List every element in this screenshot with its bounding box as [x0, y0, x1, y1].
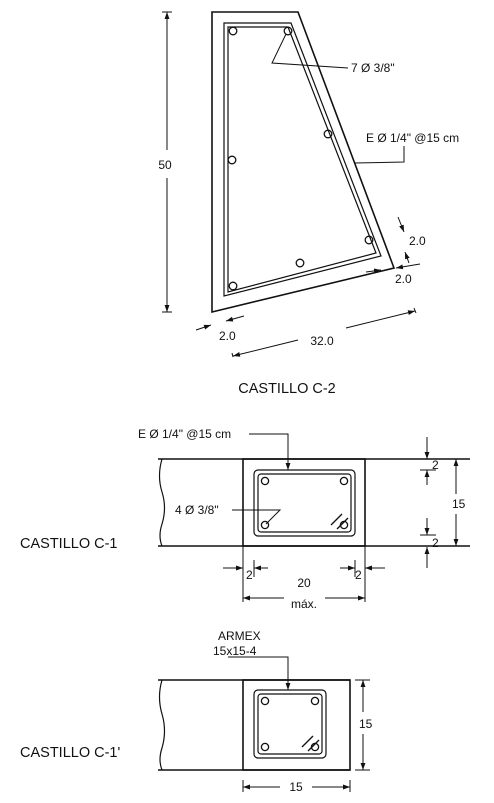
- c1-bar: [260, 520, 270, 530]
- c2-stirrup-leader: [353, 146, 405, 164]
- c1-stirrup: [253, 469, 356, 537]
- c1p-bar: [260, 696, 270, 706]
- c2-dim-width-line: [232, 339, 299, 357]
- c1-hook: [330, 513, 343, 526]
- c2-section-outline: [211, 11, 396, 314]
- c1p-caption: CASTILLO C-1': [20, 745, 120, 761]
- c2-cover-arrow: [365, 268, 382, 274]
- c1-bars-label: 4 Ø 3/8": [175, 503, 219, 517]
- c2-cover-right-bottom: 2.0: [395, 272, 412, 286]
- c1-cover-top: 2: [432, 458, 439, 472]
- c2-bar: [227, 155, 237, 165]
- c1p-break-line: [158, 679, 166, 771]
- c1-column: [242, 458, 366, 547]
- c2-dim-width-line: [345, 310, 416, 329]
- c2-cover-arrow: [397, 216, 405, 233]
- c2-bars-label: 7 Ø 3/8": [351, 61, 395, 75]
- c2-dim-tick: [231, 352, 234, 358]
- c2-width-label: 32.0: [310, 334, 334, 348]
- c2-bar: [283, 26, 293, 36]
- c1-cover-right: 2: [355, 568, 362, 582]
- c1p-hook: [301, 735, 314, 748]
- c1-hook: [336, 517, 349, 530]
- c1p-column: [242, 679, 351, 771]
- c2-cover-arrow: [404, 251, 410, 264]
- c2-cover-left: 2.0: [219, 329, 236, 343]
- c1-cover-left: 2: [246, 568, 253, 582]
- c2-cover-arrow: [195, 324, 212, 331]
- c1-caption: CASTILLO C-1: [20, 536, 118, 552]
- castillo-c1: E Ø 1/4" @15 cm 4 Ø 3/8" 15 2 2 2 2 20 m…: [20, 427, 470, 611]
- c1p-hook: [307, 739, 320, 752]
- c1p-brand: ARMEX: [218, 629, 261, 643]
- c1-bar: [260, 476, 270, 486]
- c2-stirrup-inner: [227, 26, 377, 293]
- c1p-stirrup-inner: [257, 693, 323, 755]
- castillo-c1-prime: ARMEX 15x15-4 15 15 CASTILLO C-1': [20, 629, 373, 794]
- c1-bar: [339, 476, 349, 486]
- c1p-bar: [310, 696, 320, 706]
- c1-stirrup-label: E Ø 1/4" @15 cm: [138, 427, 231, 441]
- c1p-spec: 15x15-4: [213, 644, 257, 658]
- c2-bar: [364, 235, 374, 245]
- c1-break-line: [158, 458, 166, 547]
- c2-bar: [228, 281, 238, 291]
- castillo-c2: 50 7 Ø 3/8" E Ø 1/4" @15 cm 2.0 2.0 2.0 …: [158, 11, 459, 397]
- c1p-bar: [260, 742, 270, 752]
- c2-bar: [323, 129, 333, 139]
- c2-stirrup: [223, 22, 382, 297]
- c2-bars-leader: [271, 33, 349, 69]
- c1p-width-label: 15: [289, 780, 303, 794]
- c1-height-label: 15: [452, 497, 466, 511]
- c2-cover-arrow: [395, 263, 421, 270]
- c2-bar: [295, 258, 305, 268]
- c2-caption: CASTILLO C-2: [238, 381, 336, 397]
- c1-width-note: máx.: [291, 597, 317, 611]
- c1-width-label: 20: [297, 576, 311, 590]
- c2-cover-arrow: [225, 315, 245, 322]
- c1p-height-label: 15: [359, 717, 373, 731]
- c2-bar: [228, 26, 238, 36]
- c1p-leader: [228, 656, 291, 690]
- c1p-stirrup: [253, 689, 327, 759]
- c1-cover-bottom: 2: [432, 536, 439, 550]
- c2-height-label: 50: [158, 158, 172, 172]
- c2-stirrup-label: E Ø 1/4" @15 cm: [366, 131, 459, 145]
- c1-bars-leader: [232, 509, 282, 525]
- c1-stirrup-inner: [257, 473, 352, 533]
- c2-dim-tick: [413, 307, 417, 314]
- c2-cover-right-top: 2.0: [409, 234, 426, 248]
- c1-stirrup-leader: [249, 433, 291, 470]
